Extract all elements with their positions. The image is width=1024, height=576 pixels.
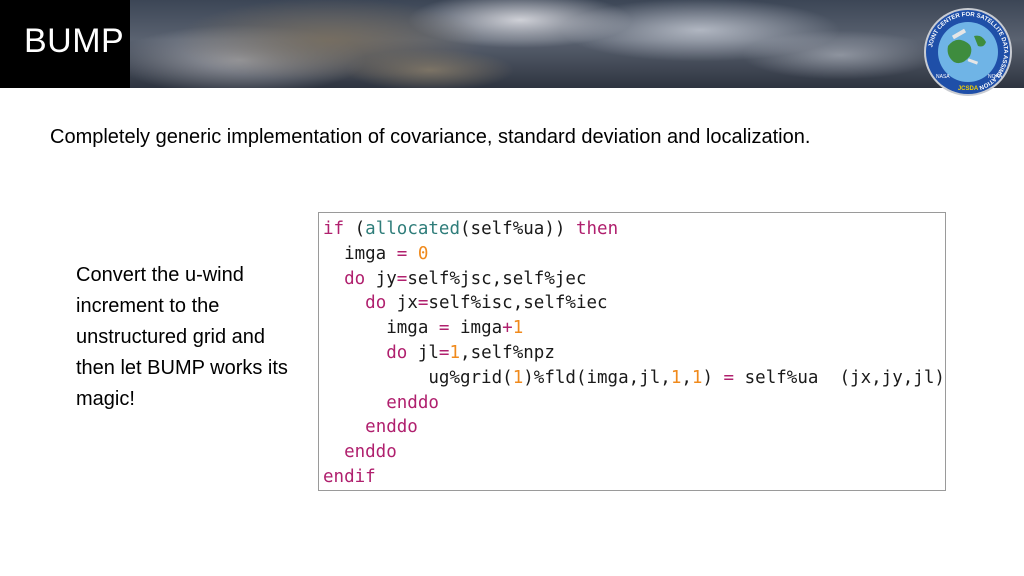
logo-right-text: NOAA	[988, 74, 1003, 80]
slide-subtitle: Completely generic implementation of cov…	[50, 126, 811, 148]
logo-bottom-text: JCSDA	[958, 86, 979, 92]
code-line: imga = 0	[344, 243, 429, 264]
code-line: ug%grid(1)%fld(imga,jl,1,1) = self%ua (j…	[428, 367, 945, 388]
header-banner: BUMP JOINT CENTER FOR SATELLITE DATA ASS…	[0, 0, 1024, 96]
code-line: enddo	[365, 417, 418, 438]
code-line: imga = imga+1	[386, 318, 524, 339]
code-line: endif	[323, 467, 376, 487]
code-block: if (allocated(self%ua)) then imga = 0 do…	[318, 212, 946, 491]
code-line: do jy=self%jsc,self%jec	[344, 268, 587, 289]
code-line: do jl=1,self%npz	[386, 343, 555, 363]
side-note: Convert the u-wind increment to the unst…	[76, 264, 288, 410]
title-box: BUMP	[0, 0, 130, 88]
slide-title: BUMP	[24, 22, 125, 60]
jcsda-logo-icon: JOINT CENTER FOR SATELLITE DATA ASSIMILA…	[924, 8, 1012, 96]
code-line: if (allocated(self%ua)) then	[323, 219, 619, 239]
code-line: enddo	[344, 442, 397, 463]
code-line: enddo	[386, 392, 439, 413]
code-line: do jx=self%isc,self%iec	[365, 293, 608, 314]
logo-left-text: NASA	[936, 74, 950, 80]
